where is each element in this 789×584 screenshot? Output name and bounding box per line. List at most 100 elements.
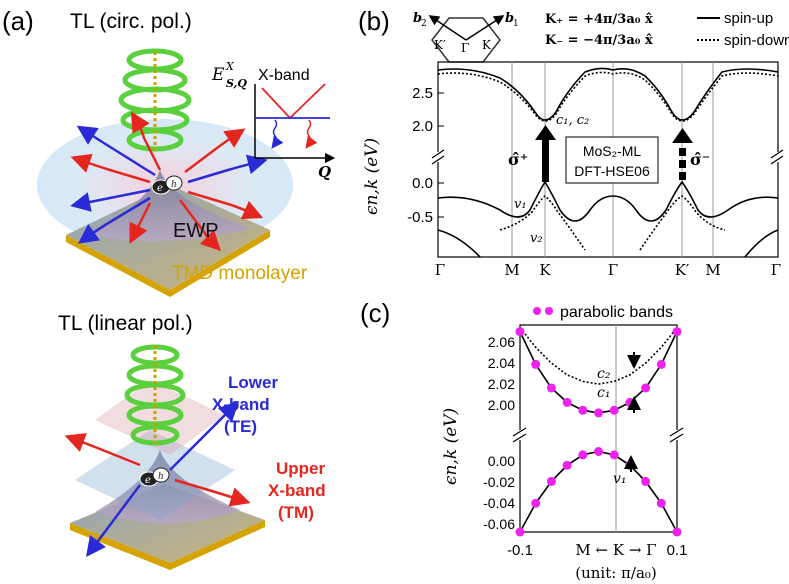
valence-lower [437, 229, 481, 258]
material-box-line2: DFT-HSE06 [574, 163, 650, 179]
k-plus-def: K₊ = +4π/3a₀ x̂ [545, 12, 653, 27]
b2-sub: 2 [421, 19, 427, 29]
zoom-xmid: M ← K → Γ [575, 541, 656, 559]
parabolic-marker-2-0 [515, 527, 525, 537]
ytick-2.00: 2.00 [488, 397, 515, 413]
material-box-line1: MoS₂-ML [583, 143, 642, 159]
lower-band-line1: Lower [228, 373, 278, 392]
xtick-m-1: M [504, 261, 519, 279]
parabolic-marker-2-5 [594, 447, 603, 456]
sigma-minus-arrow [672, 128, 693, 180]
axis-break-left [431, 149, 445, 165]
upper-band-line3: (TM) [278, 503, 314, 522]
band-v1-label: v₁ [514, 197, 527, 212]
ytick-neg0.06: -0.06 [483, 516, 515, 532]
upper-band-line1: Upper [276, 459, 326, 478]
ytick-2.02: 2.02 [488, 376, 515, 392]
legend-spin-down: spin-down [724, 32, 789, 49]
spin-arrows [624, 352, 641, 472]
valence-lower-2 [744, 229, 779, 258]
xtick-gamma-2: Γ [608, 261, 618, 279]
inset-ylabel-sub: S,Q [226, 77, 247, 90]
emission-arrows-circ [70, 111, 268, 252]
zoom-yticks: 2.06 2.04 2.02 2.00 0.00 -0.02 -0.04 -0.… [483, 334, 515, 532]
parabolic-marker-2-8 [641, 476, 651, 486]
series-line-2 [519, 450, 678, 533]
axis-break-right [770, 149, 784, 165]
band-v2-label: v₂ [530, 231, 543, 246]
hex-gamma: Γ [461, 41, 469, 55]
conduction-band-up [437, 67, 779, 121]
xtick-k-prime: K′ [675, 261, 690, 279]
ytick-neg0.04: -0.04 [483, 495, 515, 511]
parabolic-marker-1-3 [562, 397, 572, 407]
valence-band-down-2 [639, 195, 726, 251]
parabolic-marker-2-7 [625, 460, 635, 470]
ytick-2.0: 2.0 [412, 118, 433, 135]
exciton-hole-2 [152, 467, 170, 483]
zoom-c1-label: c₁ [597, 385, 610, 401]
tmd-label: TMD monolayer [172, 263, 308, 284]
ytick-neg0.5: -0.5 [407, 209, 433, 226]
inset-ylabel: E [211, 65, 225, 85]
potential-cone-2 [95, 450, 240, 524]
parabolic-marker-1-0 [515, 327, 525, 337]
exciton-h-label: h [171, 180, 177, 190]
hex-k: K [482, 38, 492, 52]
ytick-0.0: 0.0 [412, 175, 433, 192]
zoom-data-marks [515, 327, 682, 537]
valence-band-down [499, 194, 586, 251]
sigma-plus-label: σ̂⁺ [508, 150, 528, 169]
parabolic-marker-2-1 [531, 498, 541, 508]
parabolic-marker-1-8 [641, 383, 651, 393]
b2-label: b [413, 11, 422, 26]
parabolic-marker-1-4 [578, 405, 588, 415]
k-minus-def: K₋ = −4π/3a₀ x̂ [545, 33, 653, 48]
panel-a-letter: (a) [2, 6, 34, 36]
ewp-label: EWP [173, 220, 219, 242]
sigma-plus-arrow-head [535, 125, 556, 140]
parabolic-marker-1-10 [672, 327, 682, 337]
parabolic-marker-2-6 [609, 450, 619, 460]
ytick-2.04: 2.04 [488, 355, 515, 371]
exciton-e-label-2: e [145, 475, 151, 486]
legend-marker [533, 307, 541, 315]
exciton-hole [165, 175, 183, 191]
zoom-ylabel: ϵn,k (eV) [441, 408, 461, 485]
tmd-slab-2-edge [70, 520, 265, 570]
zoom-xtick-pos: 0.1 [667, 542, 688, 559]
inset-title: X-band [258, 67, 310, 84]
parabolic-marker-2-4 [578, 450, 588, 460]
xtick-m-2: M [705, 261, 720, 279]
panel-c-letter: (c) [360, 298, 390, 328]
band-xticks: Γ M K Γ K′ M Γ [435, 261, 781, 279]
material-box [565, 136, 659, 184]
exciton-h-label-2: h [158, 472, 164, 482]
helix-beam [118, 48, 192, 152]
exciton-e-label: e [157, 183, 163, 194]
zoom-xtick-neg: -0.1 [507, 542, 533, 559]
legend-marker-2 [545, 307, 553, 315]
band-curves [437, 67, 779, 258]
ytick-0.00: 0.00 [488, 453, 515, 469]
parabolic-marker-2-9 [656, 498, 666, 508]
hex-k-prime: K′ [434, 38, 446, 52]
helix-beam-2 [124, 344, 186, 446]
lower-band-line3: (TE) [224, 417, 257, 436]
parabolic-marker-2-3 [562, 460, 572, 470]
ytick-2.5: 2.5 [412, 85, 433, 102]
parabolic-marker-1-2 [546, 383, 556, 393]
conduction-band-down [437, 71, 779, 122]
sigma-plus-arrow-shaft [542, 138, 549, 182]
band-yticks: 2.5 2.0 0.0 -0.5 [407, 85, 444, 226]
parabolic-marker-1-9 [656, 359, 666, 369]
brillouin-zone-hex: K′ Γ K b 2 b 1 [413, 11, 519, 63]
valence-band-up [437, 180, 779, 222]
lower-band-line2: X-band [212, 395, 270, 414]
series-line-0 [519, 327, 678, 385]
zoom-v1-label: v₁ [613, 471, 627, 487]
sigma-minus-label: σ̂⁻ [690, 150, 710, 169]
ytick-neg0.02: -0.02 [483, 474, 515, 490]
zoom-c2-label: c₂ [597, 366, 611, 382]
zoom-unit: (unit: π/a₀) [575, 564, 657, 582]
